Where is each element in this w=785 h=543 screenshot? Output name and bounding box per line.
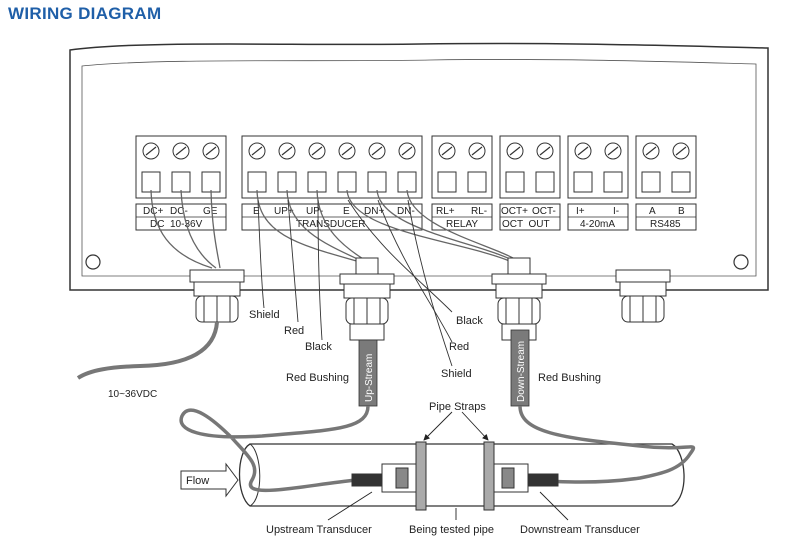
group-label-dc: DC 10-36V: [150, 219, 203, 230]
terminal-label-up-plus: UP+: [274, 206, 294, 217]
flow-label: Flow: [186, 475, 209, 487]
wire-label-red-bushing-left: Red Bushing: [286, 372, 349, 384]
terminal-label-oct-plus: OCT+: [501, 206, 528, 217]
flow-arrow: [180, 462, 239, 498]
diagram-title: WIRING DIAGRAM: [8, 4, 162, 23]
terminal-label-i-minus: I-: [613, 206, 619, 217]
terminal-label-ge: GE: [203, 206, 218, 217]
mount-hole-right: [733, 254, 749, 270]
terminal-label-oct-minus: OCT-: [532, 206, 556, 217]
terminal-label-up-minus: UP-: [306, 206, 323, 217]
terminal-label-i-plus: I+: [576, 206, 585, 217]
wire-label-shield-right: Shield: [441, 368, 472, 380]
terminal-label-e2: E: [343, 206, 350, 217]
wire-label-red-bushing-right: Red Bushing: [538, 372, 601, 384]
terminal-label-rl-plus: RL+: [436, 206, 455, 217]
downstream-transducer-label: Downstream Transducer: [520, 524, 640, 536]
wire-label-shield-left: Shield: [249, 309, 280, 321]
pipe-left-end: [249, 443, 261, 507]
pipe-straps-arrow-left: [423, 411, 453, 441]
upstream-cable-label: Up-Stream: [364, 354, 375, 402]
downstream-transducer: [493, 463, 559, 493]
mount-hole-left: [85, 254, 101, 270]
terminal-label-dn-minus: DN-: [397, 206, 415, 217]
wire-label-red-left: Red: [284, 325, 304, 337]
wire-leader-lines: [257, 199, 453, 367]
upstream-transducer: [351, 463, 417, 493]
tested-pipe: [238, 443, 685, 507]
group-label-current: 4-20mA: [580, 219, 615, 230]
downstream-transducer-cable: [518, 405, 696, 484]
enclosure-inner-outline: [81, 59, 757, 277]
group-label-oct: OCT OUT: [502, 219, 550, 230]
terminal-label-e1: E: [253, 206, 260, 217]
pipe-straps-label: Pipe Straps: [429, 401, 486, 413]
terminal-label-dc-minus: DC-: [170, 206, 188, 217]
group-label-rs485: RS485: [650, 219, 681, 230]
power-cable: [76, 321, 219, 380]
upstream-transducer-cable: [179, 405, 370, 493]
terminal-labels: DC+ DC- GE DC 10-36V E UP+ UP- E DN+ DN-…: [143, 206, 685, 230]
terminal-label-b: B: [678, 206, 685, 217]
pipe-straps-arrow-right: [461, 411, 489, 441]
upstream-transducer-leader: [327, 491, 373, 521]
downstream-transducer-leader: [539, 491, 569, 521]
wire-label-black-right: Black: [456, 315, 483, 327]
group-label-relay: RELAY: [446, 219, 478, 230]
tested-pipe-label: Being tested pipe: [409, 524, 494, 536]
cable-glands: [189, 257, 671, 325]
upstream-transducer-label: Upstream Transducer: [266, 524, 372, 536]
power-supply-label: 10~36VDC: [108, 389, 157, 400]
downstream-cable-label: Down-Stream: [516, 341, 527, 402]
group-label-transducer: TRANSDUCER: [296, 219, 365, 230]
terminal-block: [135, 135, 697, 231]
wire-label-red-right: Red: [449, 341, 469, 353]
terminal-label-a: A: [649, 206, 656, 217]
wire-label-black-left: Black: [305, 341, 332, 353]
terminal-label-rl-minus: RL-: [471, 206, 487, 217]
terminal-label-dn-plus: DN+: [364, 206, 384, 217]
